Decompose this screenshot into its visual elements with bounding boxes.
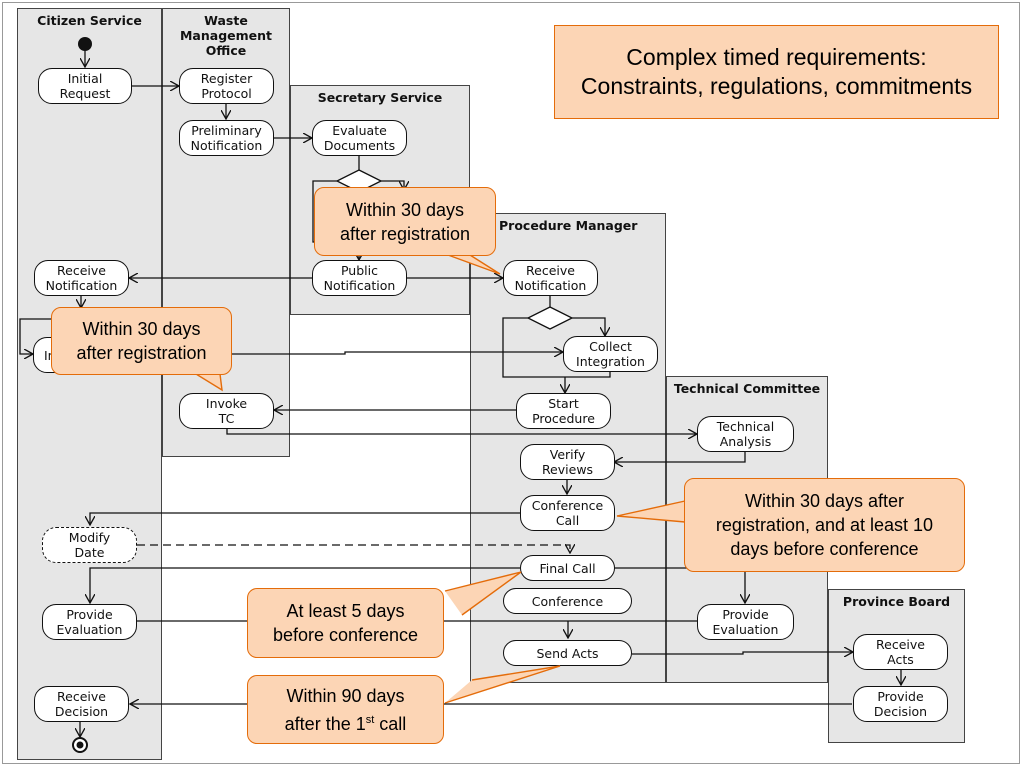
callout-text: Within 90 days after the 1st call (285, 684, 407, 736)
activity-register-protocol: Register Protocol (179, 68, 274, 104)
title-box: Complex timed requirements: Constraints,… (554, 25, 999, 119)
callout-text: Within 30 days after registration, and a… (715, 491, 934, 559)
activity-receive-acts: Receive Acts (853, 634, 948, 670)
activity-collect-integration: Collect Integration (563, 336, 658, 372)
activity-modify-date: Modify Date (42, 527, 137, 563)
callout-30-days-citizen: Within 30 days after registration (51, 307, 232, 375)
callout-text: Within 30 days after registration (76, 319, 207, 363)
callout-text: Within 30 days after registration (339, 199, 471, 244)
activity-send-acts: Send Acts (503, 640, 632, 666)
activity-initial-request: Initial Request (38, 68, 132, 104)
start-node (78, 37, 92, 51)
callout-5-days: At least 5 days before conference (247, 588, 444, 658)
activity-verify-reviews: Verify Reviews (520, 444, 615, 480)
activity-citizen-receive-notification: Receive Notification (34, 260, 129, 296)
lane-title: Waste Management Office (179, 13, 272, 58)
activity-final-call: Final Call (520, 555, 615, 581)
activity-citizen-provide-evaluation: Provide Evaluation (42, 604, 137, 640)
callout-text: At least 5 days before conference (272, 601, 419, 645)
callout-text-main: Within 90 days after the 1 (284, 685, 405, 734)
lane-title: Technical Committee (673, 381, 821, 396)
lane-title: Secretary Service (317, 90, 443, 105)
callout-30-days-secretary: Within 30 days after registration (314, 187, 496, 256)
activity-receive-decision: Receive Decision (34, 686, 129, 722)
activity-tc-provide-evaluation: Provide Evaluation (697, 604, 794, 640)
activity-public-notification: Public Notification (312, 260, 407, 296)
callout-text-sup: st (365, 713, 375, 726)
activity-pb-provide-decision: Provide Decision (853, 686, 948, 722)
title-text: Complex timed requirements: Constraints,… (580, 44, 973, 99)
callout-text-tail: call (374, 713, 407, 734)
activity-evaluate-documents: Evaluate Documents (312, 120, 407, 156)
activity-technical-analysis: Technical Analysis (697, 416, 794, 452)
lane-title: Citizen Service (37, 13, 142, 28)
activity-pm-receive-notification: Receive Notification (503, 260, 598, 296)
activity-conference: Conference (503, 588, 632, 614)
callout-90-days: Within 90 days after the 1st call (247, 675, 444, 744)
activity-preliminary-notification: Preliminary Notification (179, 120, 274, 156)
callout-30-days-conference: Within 30 days after registration, and a… (684, 478, 965, 572)
lane-title: Province Board (842, 594, 951, 609)
activity-start-procedure: Start Procedure (516, 393, 611, 429)
lane-title: Procedure Manager (499, 218, 638, 233)
activity-conference-call: Conference Call (520, 495, 615, 531)
activity-invoke-tc: Invoke TC (179, 393, 274, 429)
